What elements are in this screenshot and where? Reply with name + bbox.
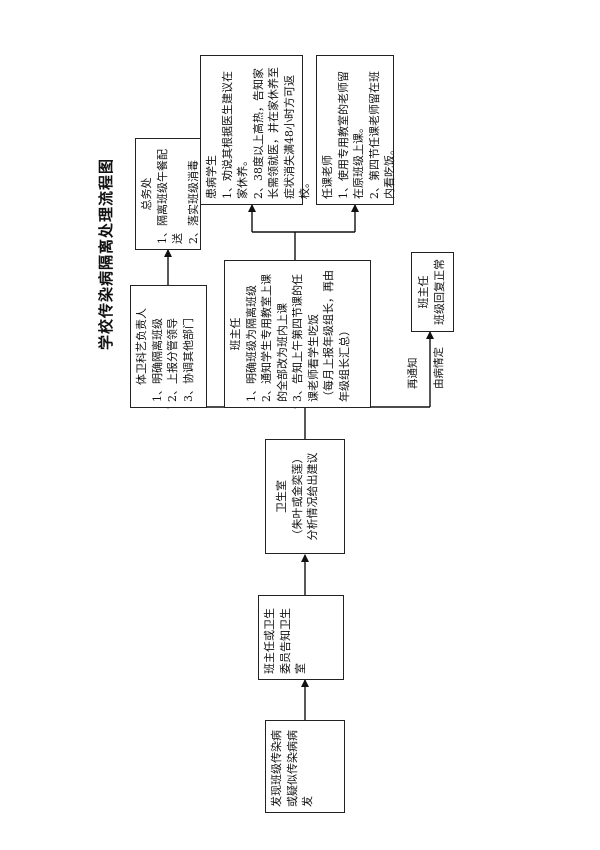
- sick-student-item-2: 2、38度以上高热，告知家长需领就医，并在家休养至症状消失满48小时方可返校。: [251, 67, 312, 199]
- clinic-box: 卫生室 （朱叶或金奕莲） 分析情况给出建议: [265, 439, 345, 554]
- clinic-names: （朱叶或金奕莲）: [290, 452, 304, 541]
- discover-box: 发现班级传染病或疑似传染病病发: [265, 720, 345, 813]
- teacher-item-2: 2、通知学生专用教室上课的全部改为班内上课: [260, 274, 289, 402]
- clinic-title: 卫生室: [275, 480, 288, 513]
- chart-title: 学校传染病隔离处理流程图: [97, 157, 115, 350]
- general-affairs-item-1: 1、隔离班级午餐配送: [155, 149, 185, 244]
- teacher-item-3: 3、告知上午第四节课的任课老师看学生吃饭: [291, 274, 320, 402]
- teacher-item-4: （每月上报年级组长，再由年级组长汇总）: [322, 270, 351, 402]
- health-officer-item-2: 2、上报分管领导: [166, 318, 179, 402]
- recover-title: 班主任: [417, 275, 430, 309]
- health-officer-item-3: 3、协调其他部门: [181, 318, 195, 402]
- recover-box: 班主任 班级回复正常: [411, 252, 454, 332]
- report-box: 班主任或卫生委员告知卫生室: [258, 595, 344, 680]
- general-affairs-box: 总务处 1、隔离班级午餐配送 2、落实班级消毒: [135, 138, 201, 250]
- subject-teacher-title: 任课老师: [321, 155, 334, 199]
- general-affairs-item-2: 2、落实班级消毒: [186, 160, 200, 244]
- general-affairs-title: 总务处: [140, 177, 153, 211]
- subject-teacher-item-2: 2、第四节任课老师留在班内看吃饭。: [367, 71, 397, 199]
- report-text: 班主任或卫生委员告知卫生室: [263, 608, 307, 674]
- recover-line: 班级回复正常: [432, 259, 446, 325]
- sick-student-title: 患病学生: [205, 155, 218, 199]
- health-officer-item-1: 1、明确隔离班级: [150, 318, 164, 402]
- subject-teacher-item-1: 1、使用专用教室的老师留在原班级上课。: [336, 71, 366, 199]
- sick-student-box: 患病学生 1、劝说其根据医生建议在家休养。 2、38度以上高热，告知家长需领就医…: [200, 55, 311, 205]
- health-officer-box: 体卫科艺负责人 1、明确隔离班级 2、上报分管领导 3、协调其他部门: [130, 285, 207, 408]
- note-cured: 由病情定: [433, 347, 445, 389]
- subject-teacher-box: 任课老师 1、使用专用教室的老师留在原班级上课。 2、第四节任课老师留在班内看吃…: [316, 55, 396, 205]
- health-officer-title: 体卫科艺负责人: [135, 308, 148, 385]
- discover-text: 发现班级传染病或疑似传染病病发: [270, 730, 314, 807]
- teacher-item-1: 1、明确班级为隔离班级: [244, 285, 258, 402]
- note-reinform: 再通知: [407, 357, 419, 390]
- sick-student-item-1: 1、劝说其根据医生建议在家休养。: [220, 71, 250, 199]
- teacher-title: 班主任: [229, 317, 242, 351]
- clinic-line: 分析情况给出建议: [306, 452, 319, 541]
- teacher-box: 班主任 1、明确班级为隔离班级 2、通知学生专用教室上课的全部改为班内上课 3、…: [224, 260, 371, 408]
